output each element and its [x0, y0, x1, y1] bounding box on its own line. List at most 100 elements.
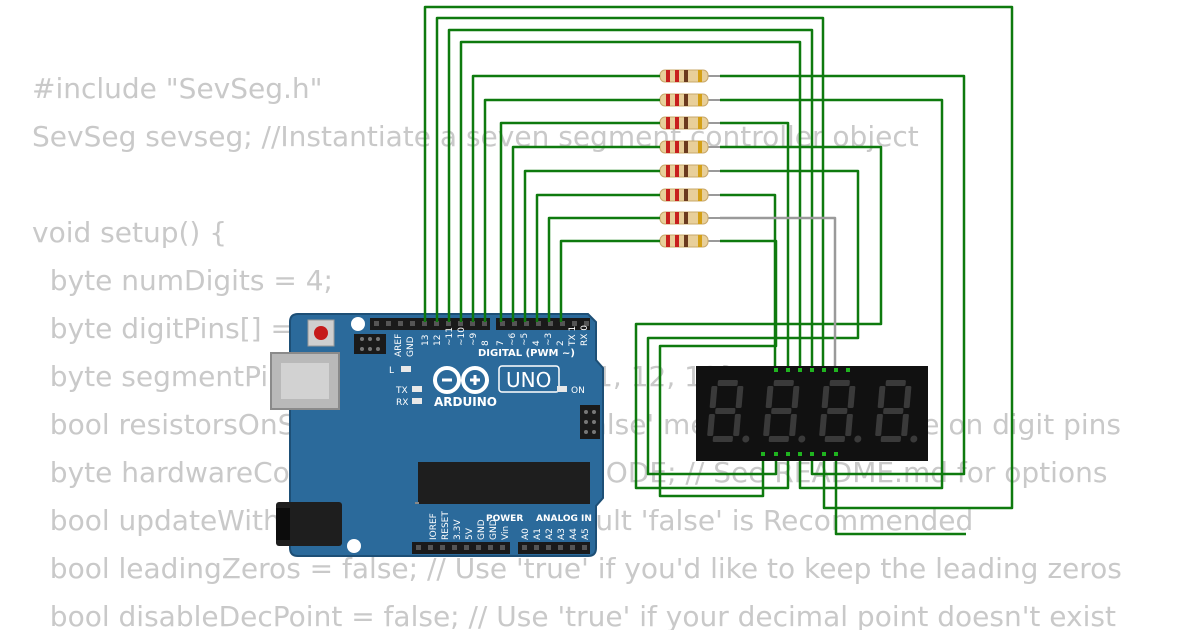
power-pin-label: GND	[489, 519, 499, 540]
display-pins	[761, 368, 850, 456]
wire	[720, 193, 777, 370]
display-digits	[707, 380, 918, 443]
resistor	[652, 211, 720, 225]
power-pin-label: Vin	[501, 526, 511, 540]
arduino-brand: ARDUINO	[434, 395, 497, 409]
display-pin-bottom	[834, 452, 838, 456]
display-pin-top	[774, 368, 778, 372]
digital-pin-label: 13	[421, 335, 431, 346]
digital-header-label: DIGITAL (PWM ~)	[478, 348, 575, 359]
segment	[880, 436, 901, 442]
code-line-12: bool disableDecPoint = false; // Use 'tr…	[32, 600, 1116, 630]
segment	[824, 436, 845, 442]
digital-header-right	[496, 318, 590, 330]
resistor	[652, 93, 720, 107]
wire	[720, 121, 790, 370]
code-line-1: #include "SevSeg.h"	[32, 72, 323, 105]
segment	[791, 386, 800, 408]
segment	[875, 414, 883, 436]
segment	[847, 386, 856, 408]
power-pin-label: RESET	[441, 511, 451, 540]
resistor	[652, 234, 720, 248]
decimal-point	[742, 435, 750, 443]
digital-pin-label: ~6	[508, 332, 518, 346]
segment	[765, 386, 774, 408]
segment	[715, 408, 736, 414]
reset-button[interactable]	[314, 326, 328, 340]
code-line-11: bool leadingZeros = false; // Use 'true'…	[32, 552, 1122, 585]
analog-pin-label: A0	[521, 528, 531, 540]
wire	[535, 193, 660, 322]
wire	[483, 98, 660, 322]
wire	[459, 40, 802, 370]
wire	[511, 145, 660, 322]
code-line-5: byte numDigits = 4;	[32, 264, 333, 297]
display-pin-bottom	[810, 452, 814, 456]
led-l	[401, 366, 411, 372]
display-pin-top	[822, 368, 826, 372]
power-jack-side	[276, 508, 290, 540]
digital-pin-label: 2	[556, 340, 566, 346]
led-on-label: ON	[571, 386, 585, 396]
segment	[735, 386, 744, 408]
display-digit	[875, 380, 918, 443]
display-digit	[819, 380, 862, 443]
digital-pin-label: RX 0	[580, 325, 590, 346]
analog-pin-label: A4	[569, 528, 579, 540]
segment	[709, 386, 718, 408]
resistor	[652, 164, 720, 178]
segment	[901, 414, 909, 436]
display-pin-top	[798, 368, 802, 372]
wire	[423, 5, 1014, 510]
seven-segment-display[interactable]	[696, 366, 928, 461]
power-pin-label: 3.3V	[453, 519, 463, 540]
segment	[845, 414, 853, 436]
icsp2-header	[580, 405, 600, 439]
power-pin-label: IOREF	[429, 513, 439, 540]
led-l-label: L	[389, 366, 394, 376]
led-rx-label: RX	[396, 398, 408, 408]
resistor	[652, 140, 720, 154]
segment	[885, 380, 906, 386]
power-header-pins	[412, 542, 510, 554]
display-pin-bottom	[774, 452, 778, 456]
digital-pin-label: TX 1	[568, 326, 578, 347]
led-rx	[412, 398, 422, 404]
display-pin-bottom	[761, 452, 765, 456]
decimal-point	[854, 435, 862, 443]
resistor	[652, 116, 720, 130]
wire	[646, 169, 860, 476]
atmega-chip	[418, 462, 590, 504]
resistor	[652, 188, 720, 202]
segment	[763, 414, 771, 436]
mounting-hole	[351, 317, 365, 331]
digital-pin-label: 7	[496, 340, 506, 346]
segment	[883, 408, 904, 414]
segment	[821, 386, 830, 408]
analog-pin-label: A5	[581, 528, 591, 540]
segment	[789, 414, 797, 436]
aref-label: AREF	[394, 334, 404, 357]
segment	[877, 386, 886, 408]
segment	[707, 414, 715, 436]
usb-port-inner	[281, 363, 329, 399]
segment	[717, 380, 738, 386]
analog-header-label: ANALOG IN	[536, 514, 592, 524]
resistor	[652, 69, 720, 83]
wire	[471, 74, 660, 322]
display-pin-top	[810, 368, 814, 372]
display-pin-top	[834, 368, 838, 372]
gnd-label: GND	[406, 336, 416, 357]
analog-header-pins	[518, 542, 590, 554]
digital-pin-label: ~5	[520, 333, 530, 346]
arduino-logo-icon	[433, 366, 489, 394]
led-tx	[412, 386, 422, 392]
led-on	[557, 386, 567, 392]
segment	[819, 414, 827, 436]
digital-pin-label: 4	[532, 340, 542, 346]
wire	[720, 74, 966, 476]
digital-pin-label: 12	[433, 335, 443, 346]
analog-pin-label: A2	[545, 528, 555, 540]
